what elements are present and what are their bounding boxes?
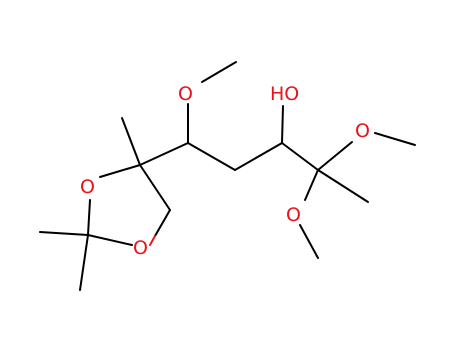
bond-o-lower-to-ch3	[299, 224, 319, 259]
bond-c-ketal-to-o-upper	[317, 141, 353, 171]
atom-o-ring-upper: O	[80, 176, 95, 198]
bond-o-methoxy-top-to-ch3	[201, 61, 237, 83]
bond-c-to-oh	[281, 105, 284, 144]
bond-methyl-left	[39, 231, 89, 236]
bond-o-lower-half	[149, 235, 156, 246]
bond-c-ring-to-c-methoxy	[139, 142, 189, 166]
bond-c-ketal-to-methyl	[317, 169, 369, 203]
bond-cme2-to-o-upper	[87, 199, 91, 236]
bond-c-ketal-to-o-lower	[304, 169, 319, 201]
bond-c-oh-to-c-ketal	[281, 142, 319, 171]
bond-methyl-down	[79, 234, 89, 291]
bond-methyl-up	[121, 117, 141, 166]
bond-ch2-to-o	[154, 209, 171, 237]
bond-o-lower-to-cme2	[87, 234, 133, 246]
atom-hydroxyl: HO	[270, 83, 299, 105]
atom-o-ring-lower: O	[133, 237, 148, 259]
bond-o-upper-to-ch3	[374, 132, 416, 146]
bond-o-upper-to-c-ring	[99, 164, 141, 178]
atom-o-methoxy-right-lower: O	[286, 204, 301, 226]
bond-c-methoxy-to-ch2	[187, 142, 236, 171]
atom-o-methoxy-right-upper: O	[355, 120, 370, 142]
atom-o-methoxy-top: O	[178, 83, 193, 105]
bond-c-ring-to-ch2	[139, 164, 171, 211]
bond-ch2-to-c-oh	[234, 142, 283, 171]
